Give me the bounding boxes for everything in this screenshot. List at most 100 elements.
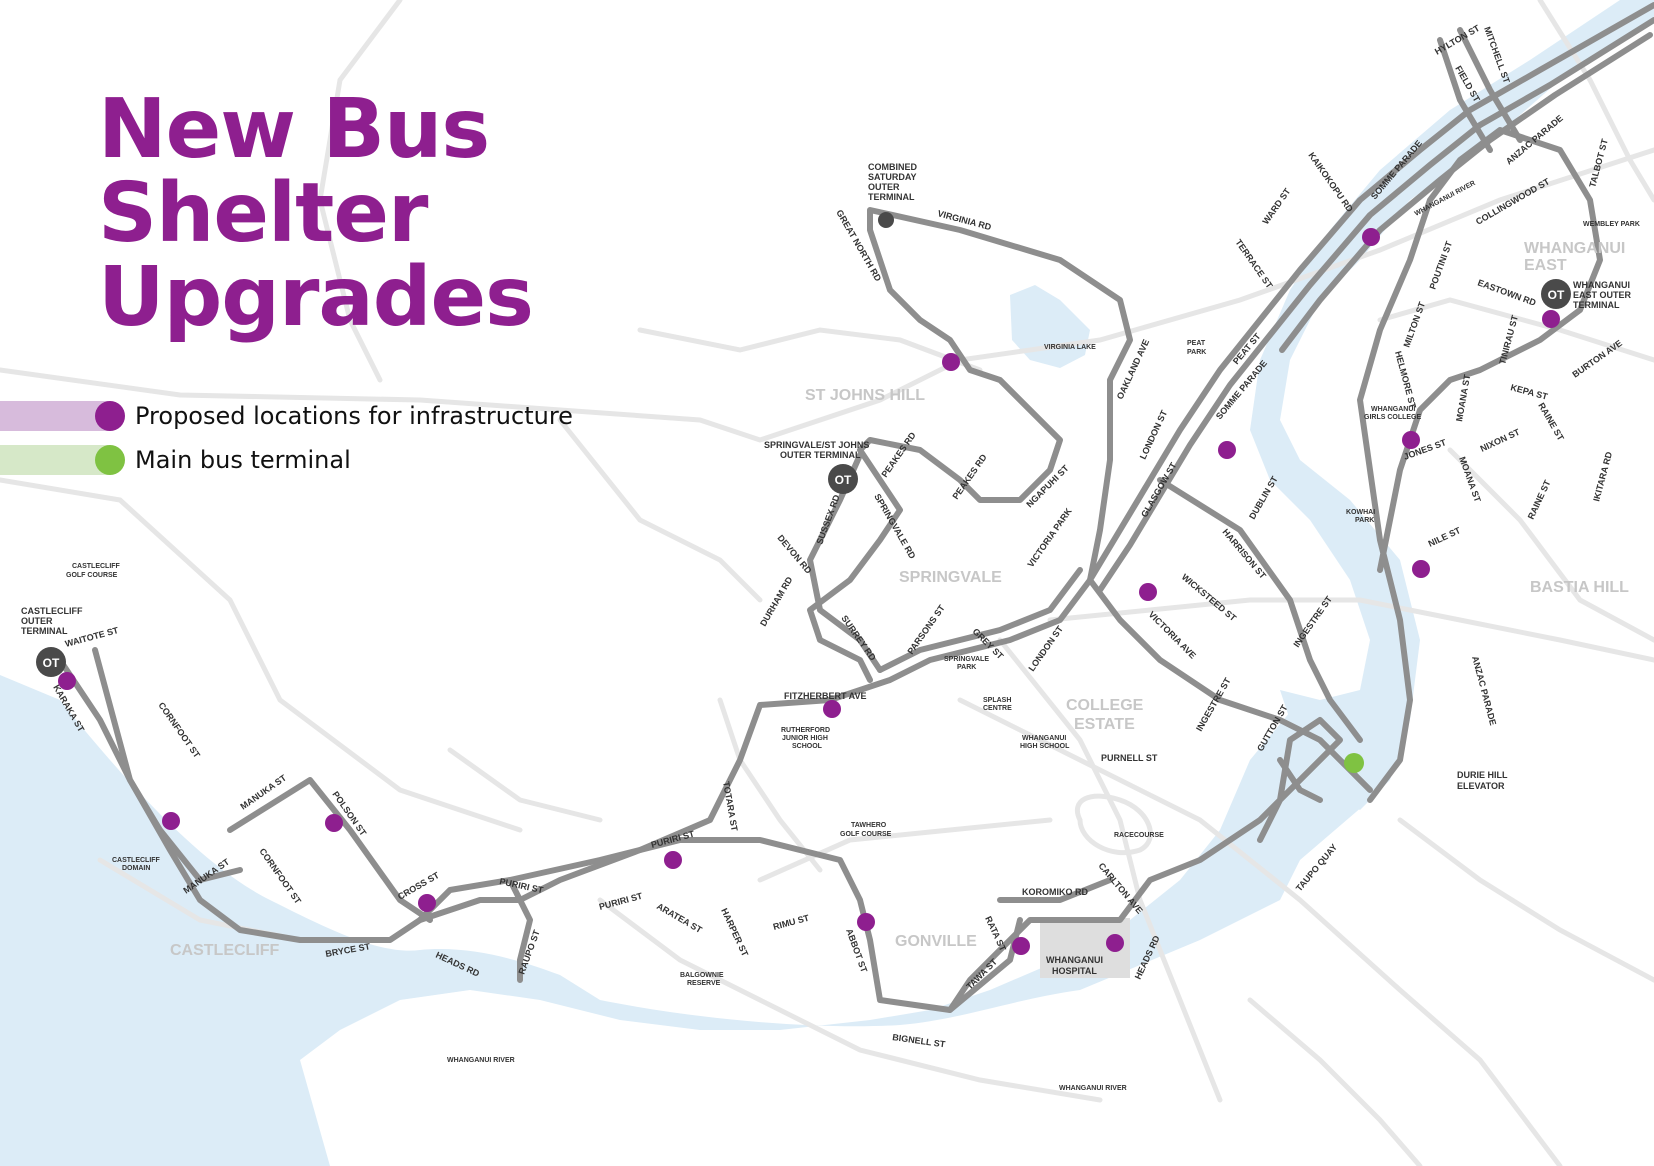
street-label: TOTARA ST <box>721 781 740 833</box>
street-label: DUBLIN ST <box>1247 474 1280 521</box>
place-label: SATURDAY <box>868 172 917 182</box>
street-label: POUTINI ST <box>1427 239 1454 290</box>
street-label: NILE ST <box>1427 525 1463 549</box>
proposed-stop[interactable] <box>1402 431 1420 449</box>
suburb-label: BASTIA HILL <box>1530 579 1629 596</box>
street-label: PURIRI ST <box>650 829 696 850</box>
place-label: CASTLECLIFF <box>21 606 83 616</box>
proposed-stop[interactable] <box>1012 937 1030 955</box>
place-label: DURIE HILL <box>1457 770 1508 780</box>
place-label: TAWHERO <box>851 822 887 829</box>
street-label: RATA ST <box>983 915 1008 954</box>
place-label: OUTER <box>21 616 53 626</box>
proposed-stops <box>58 228 1560 955</box>
legend-proposed-dot <box>95 401 125 431</box>
proposed-stop[interactable] <box>1106 934 1124 952</box>
proposed-stop[interactable] <box>325 814 343 832</box>
place-label: TERMINAL <box>21 626 68 636</box>
proposed-stop[interactable] <box>1362 228 1380 246</box>
suburb-label: ESTATE <box>1074 716 1135 733</box>
place-label: TERMINAL <box>1573 300 1620 310</box>
proposed-stop[interactable] <box>162 812 180 830</box>
place-label: GOLF COURSE <box>840 831 892 838</box>
legend-proposed: Proposed locations for infrastructure <box>0 401 573 431</box>
proposed-stop[interactable] <box>1412 560 1430 578</box>
proposed-stop[interactable] <box>418 894 436 912</box>
suburb-label: WHANGANUI <box>1524 240 1625 257</box>
outer-terminal-east[interactable]: OT <box>1541 279 1571 309</box>
proposed-stop[interactable] <box>942 353 960 371</box>
place-label: COMBINED <box>868 162 917 172</box>
place-label: HOSPITAL <box>1052 966 1097 976</box>
street-label: CORNFOOT ST <box>156 700 202 760</box>
street-label: RAINE ST <box>1536 401 1566 443</box>
street-label: CROSS ST <box>396 870 441 902</box>
place-label: WHANGANUI <box>1022 735 1066 742</box>
outer-terminal-combined[interactable] <box>878 212 894 228</box>
place-label: EAST OUTER <box>1573 290 1632 300</box>
street-label: KEPA ST <box>1509 382 1549 402</box>
street-label: IKITARA RD <box>1591 450 1614 502</box>
street-label: ANZAC PARADE <box>1470 655 1498 727</box>
place-label: WHANGANUI <box>1046 955 1103 965</box>
street-label: PURNELL ST <box>1101 753 1158 763</box>
legend-proposed-bar <box>0 401 110 431</box>
street-label: ARATEA ST <box>655 901 704 935</box>
title-line: New Bus <box>98 82 490 177</box>
place-label: PARK <box>957 664 976 671</box>
street-label: HARPER ST <box>719 907 750 959</box>
place-labels: COMBINED SATURDAY OUTER TERMINAL SPRINGV… <box>21 162 1640 1092</box>
street-label: NIXON ST <box>1479 427 1522 454</box>
proposed-stop[interactable] <box>857 913 875 931</box>
place-label: CASTLECLIFF <box>112 857 161 864</box>
street-label: HELMORE ST <box>1393 350 1418 410</box>
page-title: New Bus Shelter Upgrades <box>98 82 534 345</box>
title-line: Upgrades <box>98 250 534 345</box>
street-label: VICTORIA PARK <box>1025 506 1074 569</box>
place-label: HIGH SCHOOL <box>1020 743 1070 750</box>
outer-terminal-castlecliff[interactable]: OT <box>36 647 66 677</box>
place-label: OUTER <box>868 182 900 192</box>
place-label: WHANGANUI <box>1371 406 1415 413</box>
street-label: BIGNELL ST <box>892 1032 947 1049</box>
place-label: WEMBLEY PARK <box>1583 221 1640 228</box>
place-label: RACECOURSE <box>1114 832 1164 839</box>
place-label: GIRLS COLLEGE <box>1364 414 1422 421</box>
street-label: RIMU ST <box>772 913 811 932</box>
street-label: MITCHELL ST <box>1482 25 1512 85</box>
svg-text:OT: OT <box>43 656 60 670</box>
suburb-label: SPRINGVALE <box>899 569 1002 586</box>
street-label: WAITOTE ST <box>64 625 120 649</box>
place-label: RUTHERFORD <box>781 727 830 734</box>
suburb-labels: ST JOHNS HILL SPRINGVALE COLLEGE ESTATE … <box>170 240 1629 959</box>
street-label: EASTOWN RD <box>1476 277 1538 308</box>
street-label: SUSSEX RD <box>814 493 841 546</box>
place-label: WHANGANUI RIVER <box>1059 1085 1127 1092</box>
street-label: DEVON RD <box>775 533 814 576</box>
suburb-label: COLLEGE <box>1066 697 1144 714</box>
main-bus-terminal[interactable] <box>1344 753 1364 773</box>
outer-terminals: OT OT OT <box>36 212 1571 677</box>
proposed-stop[interactable] <box>823 700 841 718</box>
proposed-stop[interactable] <box>664 851 682 869</box>
legend-terminal: Main bus terminal <box>0 445 351 475</box>
proposed-stop[interactable] <box>1218 441 1236 459</box>
place-label: PARK <box>1187 349 1206 356</box>
street-label: KOROMIKO RD <box>1022 887 1088 897</box>
street-label: DURHAM RD <box>758 575 795 628</box>
place-label: CENTRE <box>983 705 1012 712</box>
proposed-stop[interactable] <box>1139 583 1157 601</box>
street-label: WARD ST <box>1260 186 1292 226</box>
legend-terminal-label: Main bus terminal <box>135 446 351 474</box>
street-label: WICKSTEED ST <box>1180 572 1239 624</box>
title-line: Shelter <box>98 166 428 261</box>
place-label: SPRINGVALE/ST JOHNS <box>764 440 869 450</box>
street-label: OAKLAND AVE <box>1115 338 1152 401</box>
proposed-stop[interactable] <box>58 672 76 690</box>
proposed-stop[interactable] <box>1542 310 1560 328</box>
place-label: SPLASH <box>983 697 1011 704</box>
outer-terminal-springvale[interactable]: OT <box>828 464 858 494</box>
